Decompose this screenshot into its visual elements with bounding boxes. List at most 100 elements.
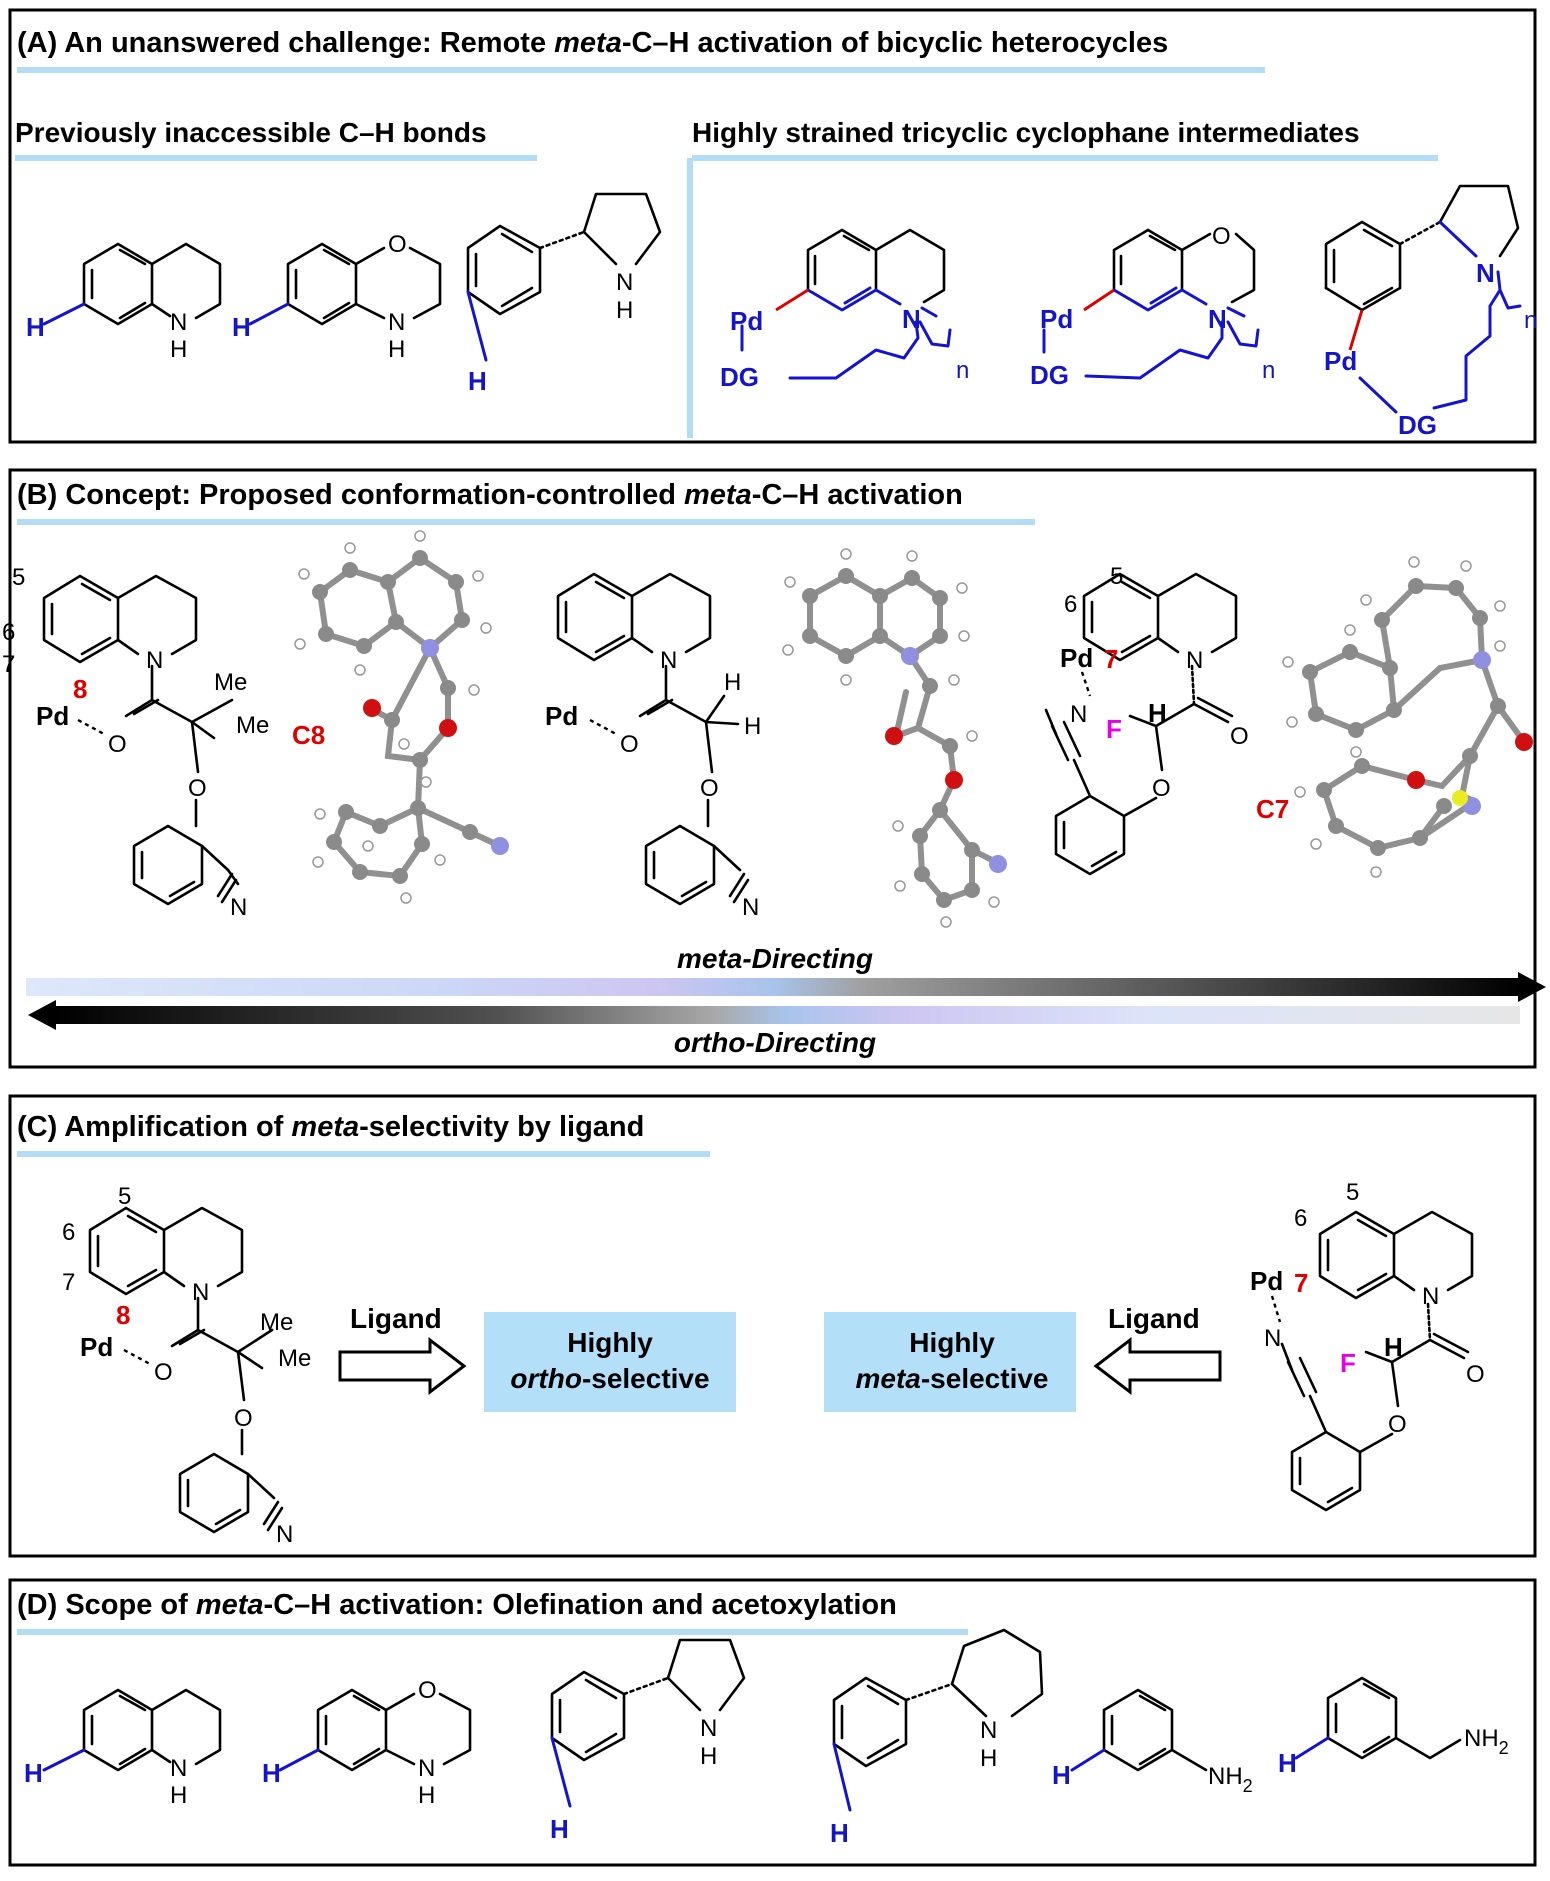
panel-b-frame	[8, 468, 1537, 1069]
a-thq-cyclophane-n-sub: n	[956, 357, 969, 384]
meta-directing-bar	[26, 978, 1520, 996]
b5-f: F	[1106, 714, 1122, 744]
c-dimethyl-amide-molecule: 5 6 7 8 N Pd O Me Me O N	[62, 1183, 311, 1548]
panel-c: (C) Amplification of meta-selectivity by…	[8, 1094, 1537, 1558]
d-benzylamine-h: H	[1278, 1748, 1297, 1778]
a-benzoxazine-h: H	[232, 312, 251, 342]
c-meta-selective-box: Highly meta-selective	[824, 1312, 1076, 1412]
b1-n: N	[146, 647, 163, 674]
d-arylpiperidine-h: H	[830, 1818, 849, 1848]
a-thq-cyclophane-dg: DG	[720, 362, 759, 392]
a-benzoxazine-cyclophane: O Pd DG N n	[1030, 223, 1275, 390]
d-aniline-molecule: H NH2	[1052, 1688, 1253, 1796]
d-arylpyrrolidine-nh: H	[700, 1743, 717, 1770]
a-thq-h: H	[26, 312, 45, 342]
c-ligand-label-left: Ligand	[350, 1303, 442, 1334]
d-benzylamine-molecule: H NH2	[1278, 1676, 1509, 1778]
c2-n: N	[1422, 1283, 1439, 1310]
ortho-box-line2: ortho-selective	[510, 1363, 709, 1394]
a-arylpyrrolidine-n: N	[616, 269, 633, 296]
meta-directing-arrowhead	[1518, 972, 1546, 1002]
b5-pos6: 6	[1064, 591, 1077, 618]
c-ligand-label-right: Ligand	[1108, 1303, 1200, 1334]
panel-a-title: (A) An unanswered challenge: Remote meta…	[17, 27, 1168, 59]
panel-d-title: (D) Scope of meta-C–H activation: Olefin…	[17, 1589, 897, 1621]
a-benzoxazine-molecule: O H N H	[232, 231, 442, 363]
b-c7-label: C7	[1256, 794, 1289, 824]
a-benzoxazine-cyclophane-o: O	[1212, 223, 1231, 250]
c1-o-ether: O	[234, 1405, 253, 1432]
b-crystal-structure-ch2	[782, 548, 1007, 928]
ortho-box-bg	[484, 1312, 736, 1412]
a-thq-molecule: H N H	[26, 242, 222, 363]
d-benzylamine-nh2: NH2	[1464, 1725, 1509, 1758]
a-thq-cyclophane-n: N	[902, 304, 921, 334]
b5-n: N	[1186, 647, 1203, 674]
b1-pos8: 8	[73, 674, 87, 704]
b1-pos6: 6	[2, 619, 15, 646]
b5-pos7: 7	[1104, 644, 1118, 674]
a-arylpyrrolidine-nh: H	[616, 297, 633, 324]
d-thq-nh: H	[170, 1782, 187, 1809]
b1-o-carbonyl: O	[108, 731, 127, 758]
c1-me-bottom: Me	[278, 1345, 311, 1372]
c-open-arrow-left	[1093, 1336, 1222, 1396]
c1-pos5: 5	[118, 1183, 131, 1210]
c2-pd: Pd	[1250, 1266, 1283, 1296]
ortho-box-line1: Highly	[567, 1327, 653, 1358]
d-benzoxazine-o: O	[418, 1677, 437, 1704]
d-benzoxazine-molecule: O H N H	[262, 1677, 472, 1809]
c2-o-carbonyl: O	[1466, 1361, 1485, 1388]
b-crystal-structure-c7: C7	[1256, 556, 1533, 878]
a-arylpyrrolidine-cyclophane: Pd DG N n	[1324, 184, 1537, 440]
c-ligand-arrow-left: Ligand	[338, 1303, 467, 1396]
panel-c-frame	[8, 1094, 1537, 1558]
b1-me-top: Me	[214, 669, 247, 696]
b5-n-nitrile: N	[1070, 701, 1087, 728]
b3-n: N	[660, 647, 677, 674]
panel-a-frame	[8, 8, 1537, 444]
a-arylpyrrolidine-cyclophane-dg: DG	[1398, 410, 1437, 440]
b1-pos5: 5	[12, 564, 25, 591]
c2-o-ether: O	[1388, 1411, 1407, 1438]
a-benzoxazine-cyclophane-pd: Pd	[1040, 304, 1073, 334]
c2-f: F	[1340, 1348, 1356, 1378]
b-dimethyl-amide-molecule: 5 6 7 8 N Pd O Me Me O N	[2, 564, 269, 921]
a-thq-cyclophane-pd: Pd	[730, 306, 763, 336]
a-benzoxazine-cyclophane-n: N	[1208, 304, 1227, 334]
d-arylpiperidine-nh: H	[980, 1745, 997, 1772]
b1-pd: Pd	[36, 701, 69, 731]
d-thq-molecule: H N H	[24, 1688, 222, 1809]
panel-b: (B) Concept: Proposed conformation-contr…	[2, 468, 1546, 1069]
a-thq-n: N	[170, 309, 187, 336]
b5-pd: Pd	[1060, 643, 1093, 673]
c1-n-nitrile: N	[276, 1521, 293, 1548]
a-arylpyrrolidine-h: H	[468, 366, 487, 396]
d-arylpiperidine-molecule: N H H	[830, 1628, 1044, 1848]
d-benzoxazine-h: H	[262, 1758, 281, 1788]
panel-a-left-subtitle: Previously inaccessible C–H bonds	[15, 117, 487, 148]
panel-a-right-subtitle: Highly strained tricyclic cyclophane int…	[692, 117, 1360, 148]
a-arylpyrrolidine-cyclophane-n-sub: n	[1524, 307, 1537, 334]
b-methylene-amide-molecule: N Pd O H H O N	[545, 572, 761, 921]
meta-directing-label: meta-Directing	[677, 943, 873, 974]
b5-o-ether: O	[1152, 775, 1171, 802]
d-arylpyrrolidine-h: H	[550, 1814, 569, 1844]
meta-box-line2: meta-selective	[855, 1363, 1048, 1394]
c1-pos8: 8	[116, 1300, 130, 1330]
d-benzoxazine-n: N	[418, 1755, 435, 1782]
b5-h: H	[1148, 698, 1167, 728]
d-aniline-h: H	[1052, 1760, 1071, 1790]
c-ligand-arrow-right: Ligand	[1093, 1303, 1222, 1396]
b1-pos7: 7	[2, 651, 15, 678]
ortho-directing-bar	[54, 1006, 1520, 1024]
a-thq-nh: H	[170, 336, 187, 363]
panel-d-frame	[8, 1578, 1537, 1867]
b-c8-label: C8	[292, 720, 325, 750]
d-benzoxazine-nh: H	[418, 1782, 435, 1809]
c1-n: N	[192, 1279, 209, 1306]
c2-pos6: 6	[1294, 1205, 1307, 1232]
ortho-directing-arrowhead	[28, 1000, 56, 1030]
